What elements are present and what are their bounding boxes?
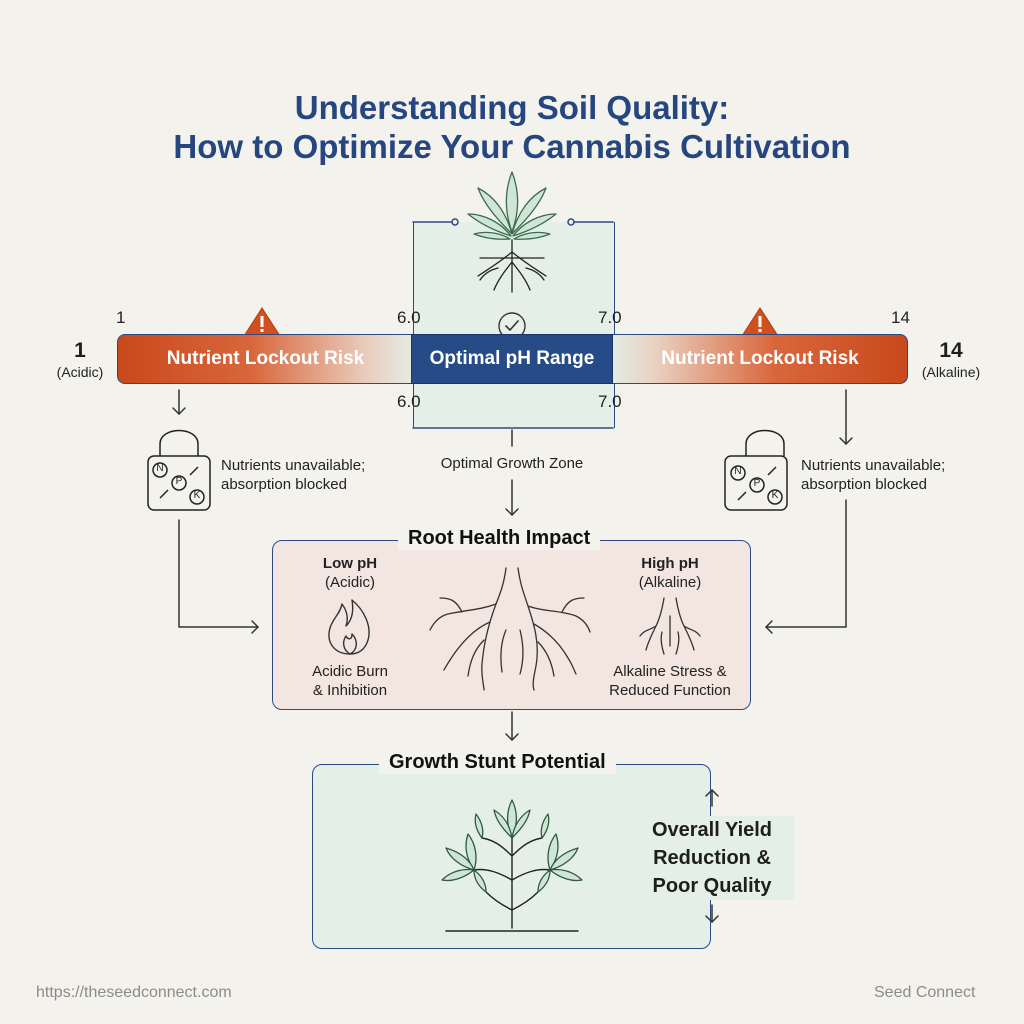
yield-line-2: Reduction & (653, 847, 771, 869)
tick-1-top: 1 (116, 308, 126, 327)
tick-7-bottom: 7.0 (598, 392, 622, 411)
lockout-risk-alkaline-label: Nutrient Lockout Risk (661, 348, 859, 369)
nutrient-k-left: K (193, 490, 201, 501)
lockout-left-line2: absorption blocked (221, 476, 347, 493)
page-subtitle: How to Optimize Your Cannabis Cultivatio… (173, 128, 851, 165)
root-health-title: Root Health Impact (398, 527, 601, 550)
root-health-card (272, 540, 751, 710)
ph-end-alkaline-number: 14 (939, 339, 963, 362)
optimal-ph-label: Optimal pH Range (429, 348, 595, 369)
yield-line-3: Poor Quality (652, 875, 772, 897)
root-system-icon (429, 567, 591, 691)
lockout-risk-acidic-label: Nutrient Lockout Risk (166, 348, 365, 369)
low-ph-sub: (Acidic) (324, 574, 375, 591)
low-ph-desc-1: Acidic Burn (312, 663, 388, 680)
lockout-right-line1: Nutrients unavailable; (801, 457, 946, 474)
low-ph-desc-2: & Inhibition (312, 682, 388, 699)
cannabis-plant-icon (441, 799, 583, 932)
nutrient-k-right: K (771, 490, 779, 501)
high-ph-title: High pH (641, 555, 699, 572)
ph-end-alkaline-label: (Alkaline) (921, 364, 981, 380)
growth-stunt-title: Growth Stunt Potential (379, 751, 616, 774)
low-ph-title: Low pH (322, 555, 378, 572)
tick-6-bottom: 6.0 (397, 392, 421, 411)
high-ph-desc-2: Reduced Function (609, 682, 731, 699)
optimal-ph-segment: Optimal pH Range (411, 334, 613, 384)
padlock-icon-left (147, 429, 211, 511)
lockout-right-line2: absorption blocked (801, 476, 927, 493)
tick-14-top: 14 (891, 308, 910, 327)
tick-6-top: 6.0 (397, 308, 421, 327)
flame-icon (328, 599, 370, 655)
nutrient-p-right: P (753, 478, 761, 489)
nutrient-n-left: N (156, 463, 164, 474)
footer-url: https://theseedconnect.com (36, 984, 232, 1001)
yield-reduction-text: Overall Yield Reduction & Poor Quality (630, 816, 794, 900)
small-root-icon (639, 597, 701, 655)
padlock-icon-right (724, 429, 788, 511)
page-title: Understanding Soil Quality: (294, 89, 730, 126)
tick-7-top: 7.0 (598, 308, 622, 327)
cannabis-leaf-icon (467, 171, 557, 293)
lockout-risk-acidic-segment: Nutrient Lockout Risk (117, 334, 413, 384)
yield-line-1: Overall Yield (651, 819, 773, 841)
warning-triangle-icon (243, 307, 779, 337)
ph-end-acidic-label: (Acidic) (56, 364, 104, 380)
nutrient-n-right: N (734, 466, 742, 477)
nutrient-p-left: P (175, 476, 183, 487)
high-ph-desc-1: Alkaline Stress & (613, 663, 727, 680)
lockout-risk-alkaline-segment: Nutrient Lockout Risk (613, 334, 908, 384)
lockout-left-line1: Nutrients unavailable; (221, 457, 366, 474)
ph-end-acidic-number: 1 (74, 339, 86, 362)
optimal-growth-zone-label: Optimal Growth Zone (440, 455, 584, 472)
high-ph-sub: (Alkaline) (638, 574, 702, 591)
footer-brand: Seed Connect (874, 984, 976, 1001)
